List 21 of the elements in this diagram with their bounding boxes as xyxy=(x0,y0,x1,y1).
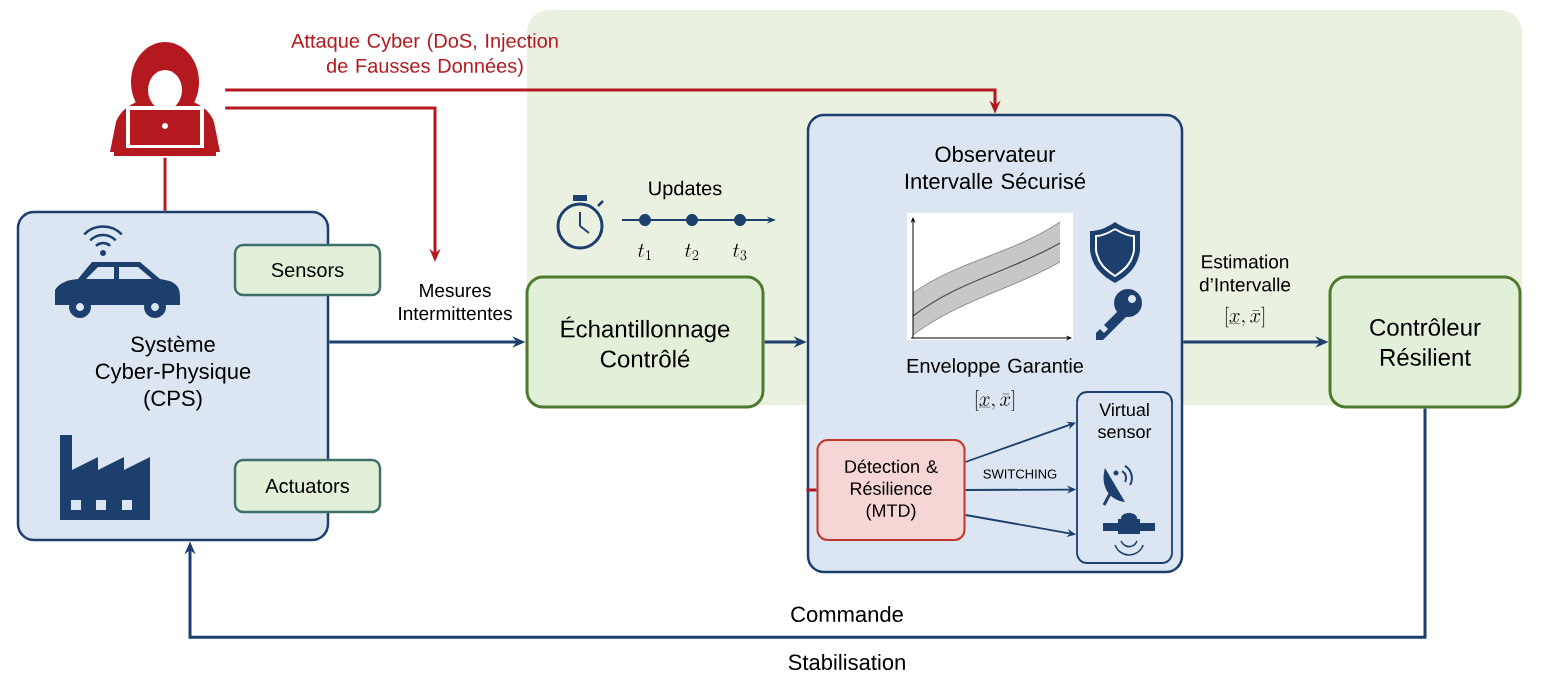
edge-label: Attaque Cyber (DoS, Injection de Fausses Données) xyxy=(291,33,558,77)
actuator-box: Actuators xyxy=(233,458,382,514)
detection-box: Détection & Résilience (MTD) xyxy=(816,439,966,541)
sensor-box: Sensors xyxy=(233,243,382,297)
time-label: $t_3$ xyxy=(733,243,747,261)
interval-formula: $[\underline{x}, \bar{x}]$ xyxy=(1225,306,1265,328)
timeline-label: Updates xyxy=(649,180,722,200)
hacker-icon xyxy=(110,42,220,156)
edge-label: Estimation d’Intervalle xyxy=(1199,254,1291,292)
edge-label: Mesures Intermittentes xyxy=(399,283,512,321)
controller-box: Contrôleur Résilient xyxy=(1328,275,1522,409)
sampling-box: Échantillonnage Contrôlé xyxy=(525,275,765,409)
edge-label: SWITCHING xyxy=(983,469,1057,479)
connector-line xyxy=(806,488,817,492)
connector-line xyxy=(163,157,167,211)
time-label: $t_1$ xyxy=(638,243,651,260)
arrow xyxy=(184,408,1427,639)
time-label: $t_2$ xyxy=(685,243,699,260)
loop-label: Stabilisation xyxy=(788,653,905,671)
edge-label: Commande xyxy=(791,605,903,623)
virtual-sensor-box: Virtual sensor xyxy=(1076,391,1173,564)
